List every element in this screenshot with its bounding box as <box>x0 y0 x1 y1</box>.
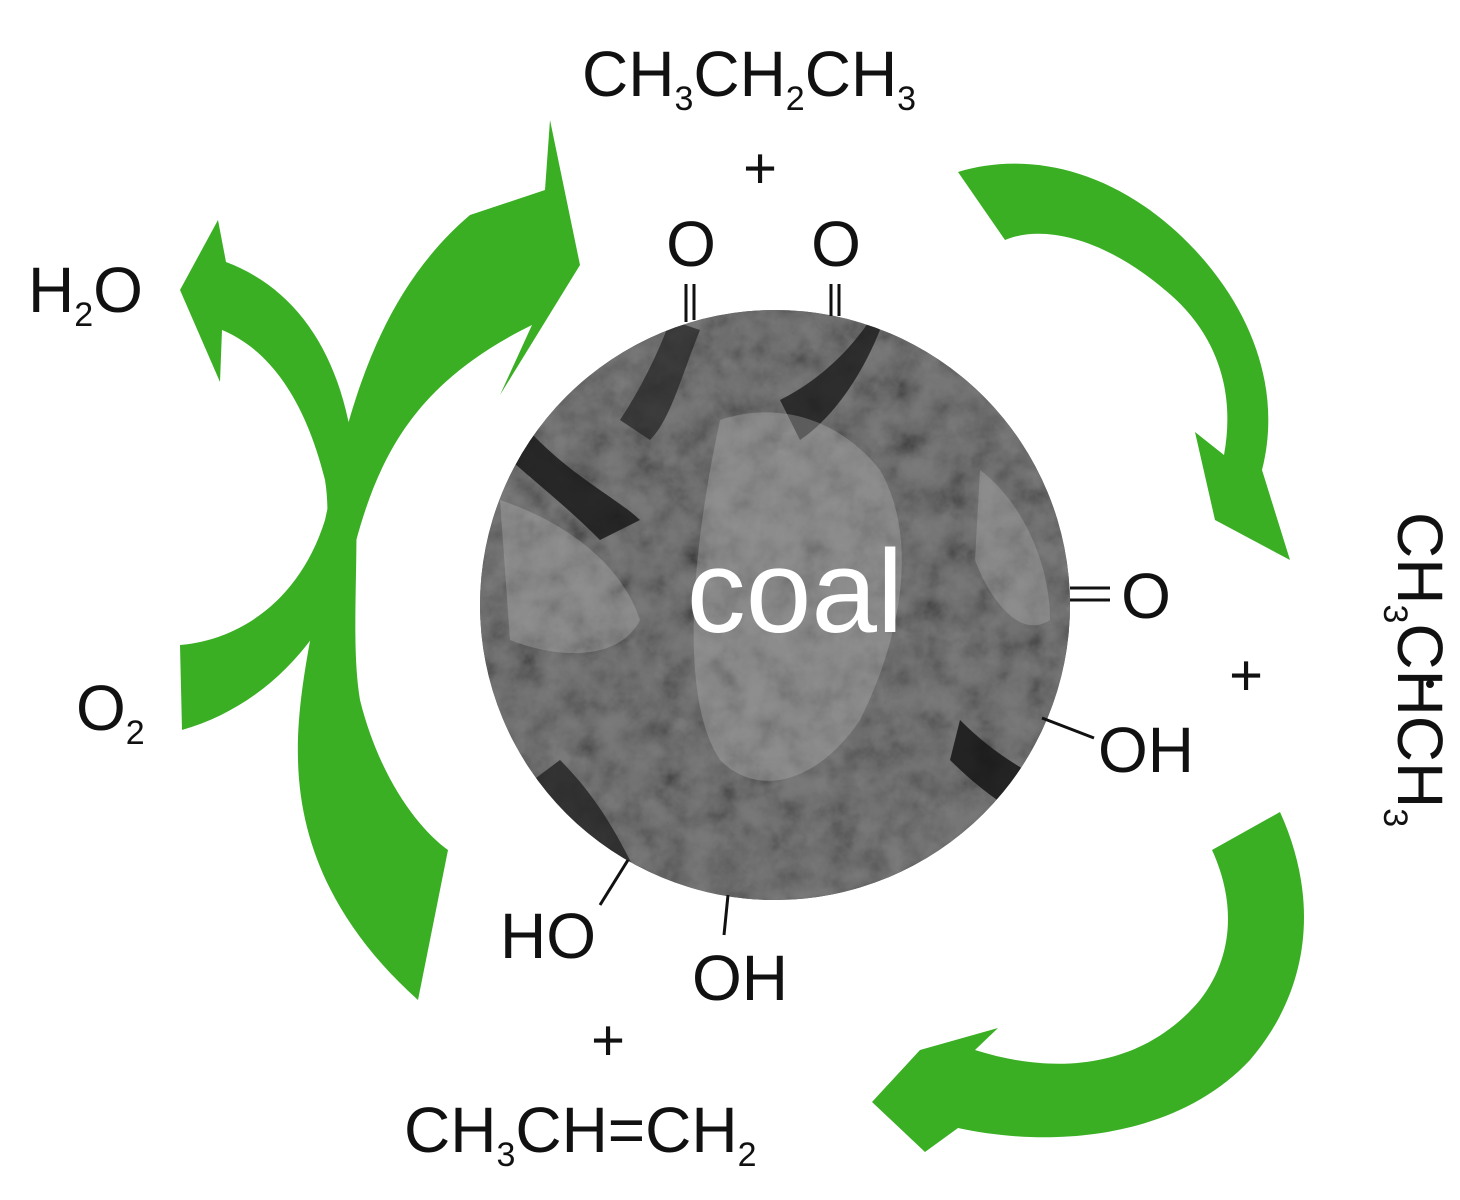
carbonyl-o-left: O <box>666 208 716 280</box>
plus-right: + <box>1229 643 1263 708</box>
coal-particle-image <box>480 310 1070 900</box>
hydroxyl-bottom: OH <box>692 942 788 1014</box>
svg-text:CH3CHCH3: CH3CHCH3 <box>1376 512 1456 827</box>
propene-label: CH3CH=CH2 <box>404 1094 757 1174</box>
radical-dot <box>1426 680 1434 688</box>
arrows <box>180 120 1304 1152</box>
plus-top: + <box>743 136 777 201</box>
coal-label: coal <box>687 526 903 658</box>
bond-lines <box>598 284 1110 936</box>
carbonyl-o-right: O <box>811 208 861 280</box>
hydroxyl-right: OH <box>1098 714 1194 786</box>
hydroxyl-bottom-left: HO <box>500 900 596 972</box>
arrow-top-right-icon <box>958 163 1290 560</box>
carbonyl-o-side: O <box>1121 560 1171 632</box>
arrow-left-up-icon <box>180 120 580 730</box>
arrow-left-down-icon <box>180 220 448 1000</box>
arrow-bottom-right-icon <box>872 812 1304 1152</box>
propane-label: CH3CH2CH3 <box>582 38 916 118</box>
oxygen-label: O2 <box>76 672 145 752</box>
plus-bottom: + <box>591 1008 625 1073</box>
water-label: H2O <box>28 254 143 334</box>
radical-label: CH3CHCH3 <box>1376 512 1456 827</box>
